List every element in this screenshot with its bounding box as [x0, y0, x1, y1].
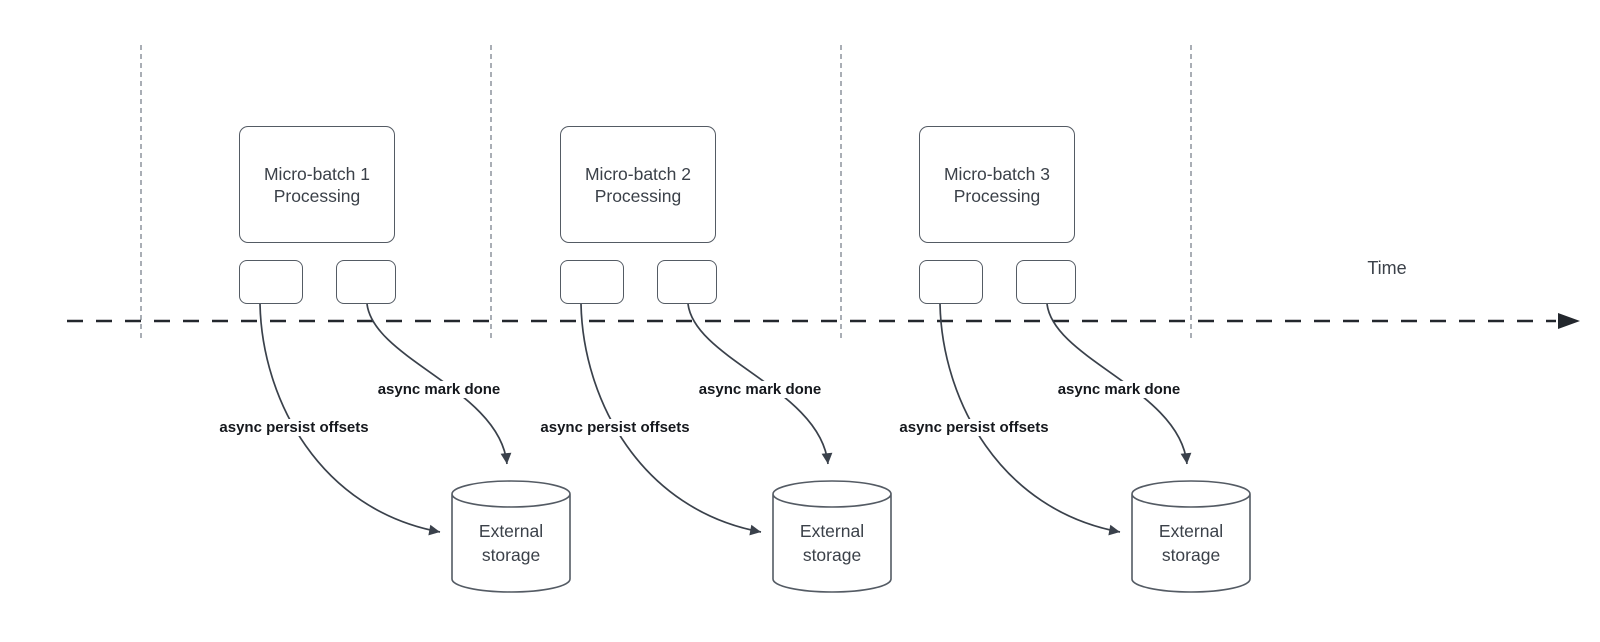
mark-done-arrow [687, 303, 833, 465]
micro-batch-2-processing-box: Micro-batch 2 Processing [560, 126, 716, 243]
persist-offsets-stub-box [560, 260, 624, 304]
timeline-axis [67, 313, 1580, 329]
external-storage-label: External storage [799, 521, 865, 565]
lane-micro-batch-1: Micro-batch 1 Processing async persist o… [216, 0, 599, 642]
lane-micro-batch-2: Micro-batch 2 Processing async persist o… [537, 0, 920, 642]
timeline-arrowhead-icon [1558, 313, 1580, 329]
persist-offsets-stub-box [919, 260, 983, 304]
external-storage-cylinder [772, 480, 892, 593]
time-axis-label: Time [1367, 258, 1407, 278]
async-mark-done-label: async mark done [374, 381, 504, 398]
mark-done-arrow [366, 303, 512, 465]
async-persist-offsets-label: async persist offsets [896, 419, 1052, 436]
mark-done-stub-box [657, 260, 717, 304]
async-mark-done-label: async mark done [1054, 381, 1184, 398]
mark-done-stub-box [1016, 260, 1076, 304]
async-persist-offsets-label: async persist offsets [537, 419, 693, 436]
persist-offsets-stub-box [239, 260, 303, 304]
lane-3-arrows [939, 303, 1251, 593]
persist-offsets-arrow [939, 303, 1121, 536]
async-persist-offsets-label: async persist offsets [216, 419, 372, 436]
micro-batch-1-processing-box: Micro-batch 1 Processing [239, 126, 395, 243]
mark-done-arrow [1046, 303, 1192, 465]
lane-2-arrows [580, 303, 892, 593]
mark-done-stub-box [336, 260, 396, 304]
persist-offsets-arrow [259, 303, 441, 536]
time-guide-lines [140, 45, 1192, 340]
external-storage-cylinder [1131, 480, 1251, 593]
persist-offsets-arrow [580, 303, 762, 536]
micro-batch-3-processing-box: Micro-batch 3 Processing [919, 126, 1075, 243]
external-storage-label: External storage [1158, 521, 1224, 565]
external-storage-label: External storage [478, 521, 544, 565]
async-mark-done-label: async mark done [695, 381, 825, 398]
external-storage-cylinder [451, 480, 571, 593]
lane-1-arrows [259, 303, 571, 593]
lane-micro-batch-3: Micro-batch 3 Processing async persist o… [896, 0, 1279, 642]
